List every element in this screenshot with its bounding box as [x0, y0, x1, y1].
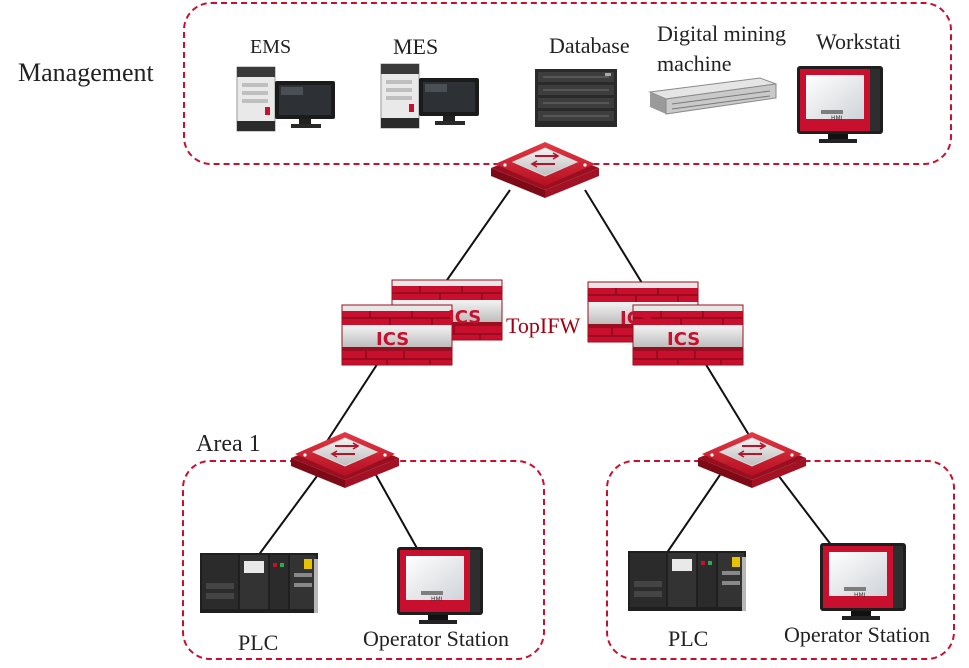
fw-right-front-text: ICS: [667, 329, 700, 350]
plc-left-label: PLC: [238, 630, 279, 655]
plc-left-icon: [200, 553, 318, 613]
topifw-label: TopIFW: [506, 313, 581, 338]
mes-label: MES: [393, 34, 439, 59]
management-label: Management: [18, 58, 154, 87]
ems-computer-icon: [236, 66, 336, 132]
operator-station-right-label: Operator Station: [784, 622, 931, 647]
fw-left-back-text: ICS: [448, 307, 481, 328]
ems-label: EMS: [250, 36, 292, 58]
link-area1-plc: [254, 471, 321, 561]
mes-computer-icon: [380, 63, 480, 129]
database-label: Database: [549, 33, 630, 58]
link-top-to-right-firewall: [584, 189, 643, 284]
fw-left-front-text: ICS: [376, 329, 409, 350]
fw-right-back-text: ICS: [620, 308, 653, 329]
connection-lines: [254, 189, 836, 561]
hmi-workstation-text: HMI: [831, 115, 843, 122]
digital-mining-label-line2: machine: [657, 51, 732, 76]
hmi-left-text: HMI: [431, 596, 443, 603]
router-area2-icon: [697, 431, 807, 489]
workstation-label: Workstati: [816, 29, 901, 54]
area1-label: Area 1: [196, 431, 261, 457]
plc-right-icon: [628, 551, 746, 611]
link-area2-plc: [661, 471, 723, 561]
link-left-firewall-to-area1: [319, 362, 379, 453]
plc-right-label: PLC: [668, 626, 709, 651]
operator-station-right-icon: [820, 543, 906, 620]
router-area1-icon: [290, 431, 400, 489]
database-server-icon: [534, 68, 618, 128]
workstation-hmi-icon: [797, 66, 883, 143]
digital-mining-server-icon: [648, 77, 777, 115]
operator-station-left-label: Operator Station: [363, 626, 510, 651]
operator-station-left-icon: [397, 547, 483, 624]
link-right-firewall-to-area2: [704, 362, 753, 441]
hmi-right-text: HMI: [854, 592, 866, 599]
link-area2-station: [777, 474, 836, 551]
link-area1-station: [375, 474, 419, 551]
digital-mining-label-line1: Digital mining: [657, 21, 786, 46]
link-top-to-left-firewall: [446, 189, 511, 281]
router-core-icon: [490, 141, 600, 199]
